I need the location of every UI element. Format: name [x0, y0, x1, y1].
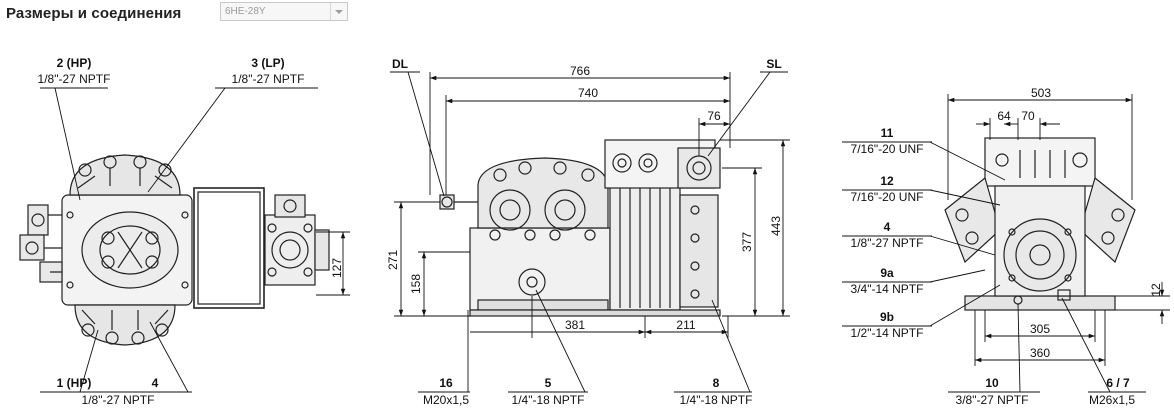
callout-4-end-spec: 1/8"-27 NPTF [851, 236, 924, 250]
dim-766: 766 [570, 64, 590, 78]
dim-64: 64 [997, 109, 1011, 123]
callout-10-id: 10 [985, 376, 999, 390]
callout-6-7-id: 6 / 7 [1106, 376, 1130, 390]
callout-2hp-id: 2 (HP) [57, 56, 92, 70]
dim-211: 211 [676, 318, 695, 332]
page-title: Размеры и соединения [6, 4, 182, 22]
callout-2hp-spec: 1/8"-27 NPTF [38, 72, 111, 86]
dim-70: 70 [1021, 109, 1035, 123]
callout-16-id: 16 [439, 376, 453, 390]
callout-10-spec: 3/8"-27 NPTF [956, 393, 1029, 407]
callout-5-id: 5 [545, 376, 552, 390]
callout-9b-id: 9b [880, 310, 894, 324]
callout-9b-spec: 1/2"-14 NPTF [851, 326, 924, 340]
end-view-drawing [944, 137, 1136, 311]
dim-503: 503 [1031, 86, 1051, 100]
callout-8-spec: 1/4"-18 NPTF [680, 393, 753, 407]
callout-8-id: 8 [713, 376, 720, 390]
callout-4-id: 4 [152, 376, 159, 390]
dim-76: 76 [707, 109, 721, 123]
callout-12-spec: 7/16"-20 UNF [851, 190, 924, 204]
model-select-value: 6HE-28Y [225, 6, 266, 17]
side-view-drawing [439, 139, 721, 317]
callout-6-7-spec: M26x1,5 [1089, 393, 1135, 407]
dim-740: 740 [578, 86, 598, 100]
callout-11-spec: 7/16"-20 UNF [851, 142, 924, 156]
chevron-down-icon[interactable] [330, 3, 347, 20]
dim-377: 377 [740, 232, 754, 252]
model-select[interactable]: 6HE-28Y [220, 2, 348, 21]
callout-9a-id: 9a [880, 266, 894, 280]
dim-271: 271 [386, 250, 400, 270]
callout-11-id: 11 [881, 126, 894, 140]
side-label-dl: DL [392, 57, 408, 71]
callout-12-id: 12 [880, 174, 894, 188]
callout-3lp-id: 3 (LP) [251, 56, 284, 70]
side-label-sl: SL [766, 57, 781, 71]
dim-443: 443 [769, 216, 783, 236]
callout-1hp-spec: 1/8"-27 NPTF [82, 393, 155, 407]
dim-158: 158 [409, 274, 423, 294]
dim-127: 127 [330, 258, 344, 278]
callout-4-end-id: 4 [884, 220, 891, 234]
callout-16-spec: M20x1,5 [423, 393, 469, 407]
left-view-drawing [19, 154, 330, 346]
callout-3lp-spec: 1/8"-27 NPTF [232, 72, 305, 86]
dim-12: 12 [1149, 283, 1163, 297]
dim-360: 360 [1030, 346, 1050, 360]
section-header: Размеры и соединения [6, 2, 181, 24]
dim-381: 381 [565, 318, 585, 332]
callout-5-spec: 1/4"-18 NPTF [512, 393, 585, 407]
callout-9a-spec: 3/4"-14 NPTF [851, 282, 924, 296]
dim-305: 305 [1030, 322, 1050, 336]
callout-1hp-id: 1 (HP) [57, 376, 92, 390]
